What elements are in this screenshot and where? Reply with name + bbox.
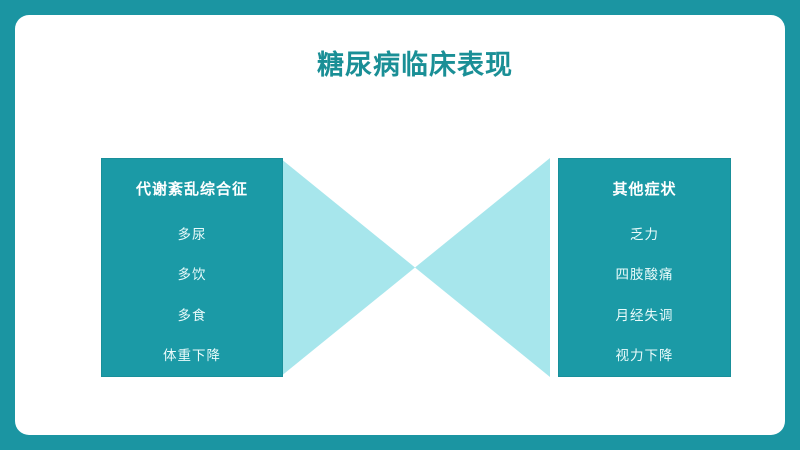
list-item: 多尿 [177, 227, 207, 242]
list-item: 视力下降 [615, 347, 674, 363]
list-item: 四肢酸痛 [615, 267, 674, 283]
panel-left-list: 多尿 多饮 多食 体重下降 [101, 226, 283, 365]
bowtie-connector-graphic [280, 158, 550, 377]
bowtie-left-wedge [280, 158, 415, 377]
bowtie-right-wedge [415, 158, 550, 377]
panel-right-list: 乏力 四肢酸痛 月经失调 视力下降 [558, 226, 731, 365]
panel-other-symptoms[interactable]: 其他症状 乏力 四肢酸痛 月经失调 视力下降 [558, 158, 731, 377]
list-item: 多食 [177, 307, 207, 323]
slide-canvas: 糖尿病临床表现 代谢紊乱综合征 多尿 多饮 多食 体重下降 其他症状 乏力 四肢… [15, 15, 785, 435]
panel-metabolic-syndrome[interactable]: 代谢紊乱综合征 多尿 多饮 多食 体重下降 [101, 158, 283, 377]
list-item: 体重下降 [163, 347, 221, 363]
page-title: 糖尿病临床表现 [317, 50, 513, 80]
list-item: 月经失调 [615, 307, 674, 323]
list-item: 乏力 [630, 227, 659, 242]
list-item: 多饮 [177, 267, 207, 283]
panel-right-header: 其他症状 [612, 181, 677, 198]
panel-left-header: 代谢紊乱综合征 [135, 181, 248, 198]
